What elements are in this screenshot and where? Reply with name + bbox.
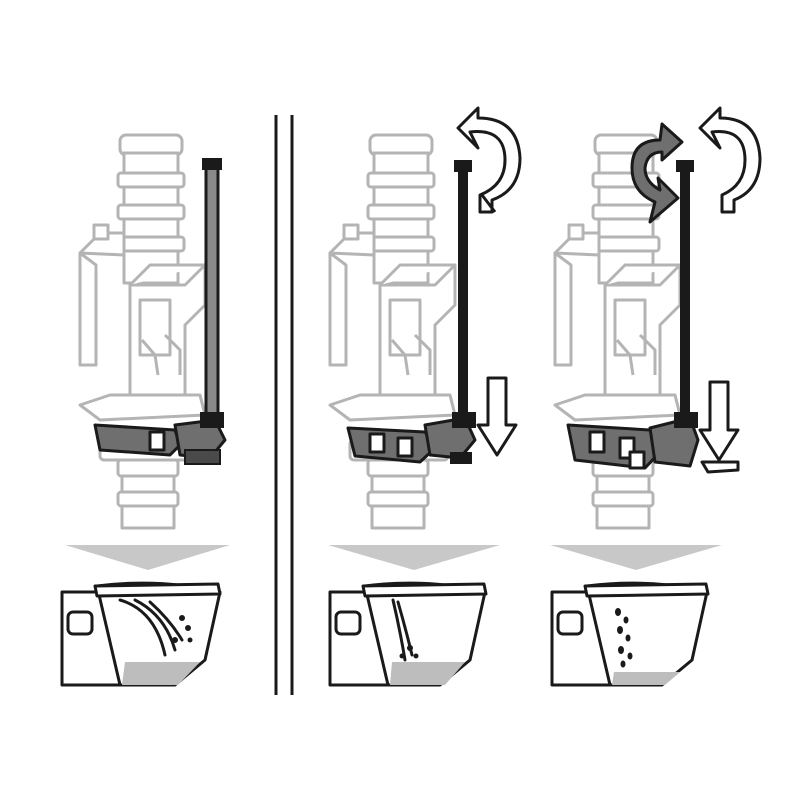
panel-2 (328, 106, 522, 687)
panel-1 (60, 133, 230, 687)
clamp-tab (368, 432, 386, 454)
funnel-arrow-icon (328, 545, 500, 570)
clamp-ring (566, 423, 662, 470)
funnel-arrow-icon (65, 545, 230, 570)
lift-rod (204, 163, 220, 422)
rod-cap (676, 160, 694, 172)
rod-foot (452, 412, 476, 428)
rod-foot (674, 412, 698, 428)
lift-rod (458, 168, 468, 418)
panel-3 (550, 106, 762, 687)
rod-cap (454, 160, 472, 172)
down-arrow-icon (698, 380, 740, 474)
rod-foot (200, 412, 224, 428)
rotate-arrow-icon (630, 122, 684, 224)
rod-spring (450, 452, 472, 464)
water-stream (118, 598, 167, 657)
rotate-arrow-icon (698, 106, 762, 214)
rod-spring (184, 449, 221, 465)
toilet-full-flush (60, 581, 222, 687)
down-arrow-icon (476, 376, 518, 457)
clamp-tab (588, 430, 606, 454)
clamp-ring (93, 423, 182, 457)
toilet-partial-flush (328, 581, 488, 687)
lift-rod (680, 168, 690, 418)
funnel-arrow-icon (550, 545, 722, 570)
rotate-arrow-icon (456, 106, 522, 214)
clamp-ring (346, 426, 437, 464)
toilet-drip-flush (550, 581, 710, 687)
valve-body-ghost (78, 133, 207, 530)
water-drops (615, 608, 633, 668)
rod-cap (202, 158, 222, 170)
valve-body-ghost (328, 133, 457, 530)
clamp-tab (148, 430, 166, 452)
